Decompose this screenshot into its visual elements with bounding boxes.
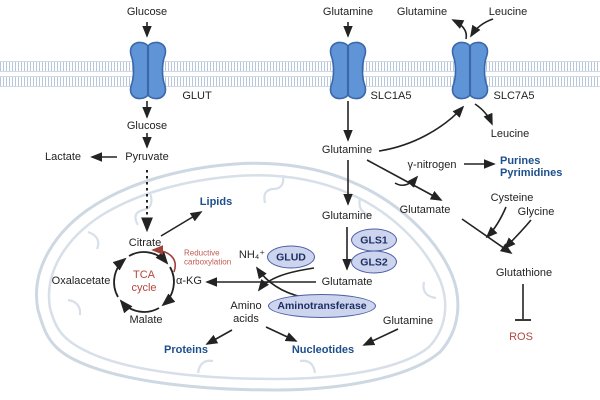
label-ros: ROS: [509, 330, 533, 343]
label-lipids: Lipids: [199, 195, 233, 208]
label-acids: acids: [233, 312, 259, 325]
slc7a5-transporter: [451, 41, 489, 100]
label-glut: GLUT: [182, 89, 212, 102]
enzyme-gls2: GLS2: [351, 250, 397, 274]
enzyme-aminotransferase: Aminotransferase: [268, 294, 376, 318]
tca-arc-2: [161, 266, 176, 307]
label-tca-cycle: cycle: [131, 281, 157, 294]
arrow-glutamine-to-glutamate-cytosol: [366, 159, 443, 201]
tca-arc-3: [119, 299, 160, 314]
enzyme-glud: GLUD: [267, 245, 315, 269]
label-reductive: Reductive: [184, 248, 220, 258]
label-glutamine-efflux: Glutamine: [396, 5, 448, 18]
pathway-arrows: [90, 18, 532, 346]
label-purines: Purines: [500, 154, 541, 167]
label-malate: Malate: [129, 313, 163, 326]
label-pyruvate: Pyruvate: [125, 150, 169, 163]
label-glucose-extracellular: Glucose: [126, 5, 168, 18]
label-slc1a5: SLC1A5: [370, 89, 412, 102]
label-glutamate-cytosol: Glutamate: [399, 203, 451, 216]
label-nh4: NH₄⁺: [238, 248, 266, 261]
label-glutathione: Glutathione: [495, 266, 553, 279]
arrow-glycine-join: [503, 219, 532, 250]
label-amino: Amino: [230, 299, 262, 312]
label-lactate: Lactate: [44, 150, 82, 163]
label-gamma-nitrogen: γ-nitrogen: [407, 158, 457, 171]
arrow-amino-acids-to-proteins: [205, 329, 233, 345]
label-glutamine-extracellular: Glutamine: [322, 5, 374, 18]
label-glutamine-nucleotide: Glutamine: [382, 314, 434, 327]
arrow-reductive-carboxylation: [151, 245, 176, 273]
arrow-citrate-to-lipids: [160, 211, 203, 237]
label-pyrimidines: Pyrimidines: [500, 166, 563, 179]
enzyme-gls1: GLS1: [351, 228, 397, 252]
label-tca: TCA: [133, 268, 155, 281]
arrow-amino-acids-to-nucleotides: [265, 326, 298, 342]
label-glutamate-mito: Glutamate: [321, 275, 373, 288]
label-leucine-extracellular: Leucine: [488, 5, 528, 18]
label-glutamine-cytosol: Glutamine: [321, 143, 373, 156]
label-glucose-cytosol: Glucose: [126, 119, 168, 132]
label-carboxylation: carboxylation: [184, 257, 232, 267]
arrow-glutamine-to-nucleotides: [362, 328, 399, 346]
arrow-glutamine-efflux-slc7a5: [451, 19, 468, 40]
slc1a5-transporter: [329, 41, 367, 100]
glut-transporter: [129, 41, 167, 100]
plasma-membrane-outer-leaflet: [0, 61, 600, 72]
arrow-cysteine-join: [485, 206, 507, 239]
mitochondrion-inner-membrane: [47, 174, 447, 381]
label-glycine: Glycine: [517, 205, 555, 218]
arrow-to-gamma-nitrogen: [394, 175, 419, 188]
label-proteins: Proteins: [163, 343, 209, 356]
arrow-glutamine-to-slc7a5: [378, 105, 465, 152]
label-citrate: Citrate: [128, 236, 162, 249]
arrow-glutamate-to-amino-acids: [257, 267, 315, 292]
label-nucleotides: Nucleotides: [291, 343, 355, 356]
arrow-slc7a5-to-leucine: [474, 103, 493, 126]
arrow-leucine-into-slc7a5: [470, 18, 494, 38]
tca-arc-4: [112, 257, 127, 298]
label-oxalacetate: Oxalacetate: [51, 274, 111, 287]
arrow-glutamate-to-glutathione: [461, 218, 513, 255]
plasma-membrane-inner-leaflet: [0, 76, 600, 87]
tca-arc-1: [128, 250, 169, 265]
label-glutamine-mito: Glutamine: [321, 209, 373, 222]
label-slc7a5: SLC7A5: [493, 89, 535, 102]
label-alpha-kg: α-KG: [176, 274, 202, 287]
label-cysteine: Cysteine: [490, 191, 534, 204]
label-leucine-cytosol: Leucine: [490, 127, 530, 140]
mitochondrion-cristae: [67, 174, 437, 374]
